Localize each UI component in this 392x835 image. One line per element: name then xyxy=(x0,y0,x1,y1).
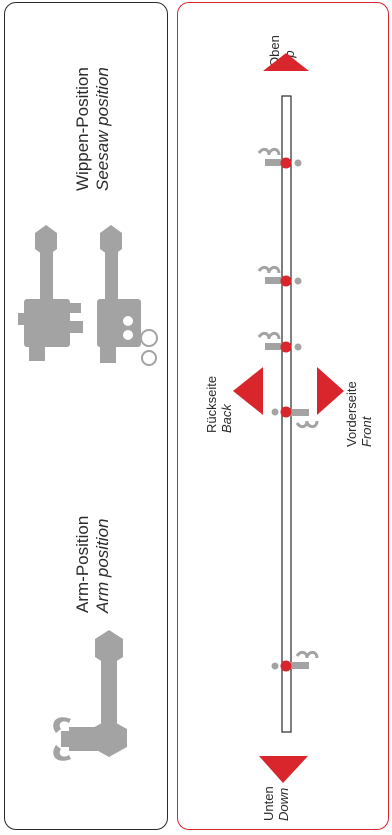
arm-part-icon xyxy=(53,630,127,761)
rail-part-5-icon xyxy=(271,650,319,672)
down-arrow-icon xyxy=(259,756,308,783)
rail-part-1-icon xyxy=(257,147,302,169)
front-arrow-icon xyxy=(317,367,344,415)
seesaw-parts-figure xyxy=(18,225,158,761)
back-arrow-icon xyxy=(233,367,263,415)
rail-part-2-icon xyxy=(257,265,302,287)
seesaw-part-a-icon xyxy=(18,225,83,361)
rail-part-4-icon xyxy=(271,406,319,429)
up-arrow-icon xyxy=(263,53,309,71)
rail-panel: Oben Up Unten Down Rückseite Back Vorder… xyxy=(177,2,389,830)
rail-diagram xyxy=(233,53,344,783)
position-panel: Wippen-Position Seesaw position Arm-Posi… xyxy=(4,2,168,830)
rail-part-3-icon xyxy=(257,331,302,353)
seesaw-part-b-icon xyxy=(97,225,158,366)
